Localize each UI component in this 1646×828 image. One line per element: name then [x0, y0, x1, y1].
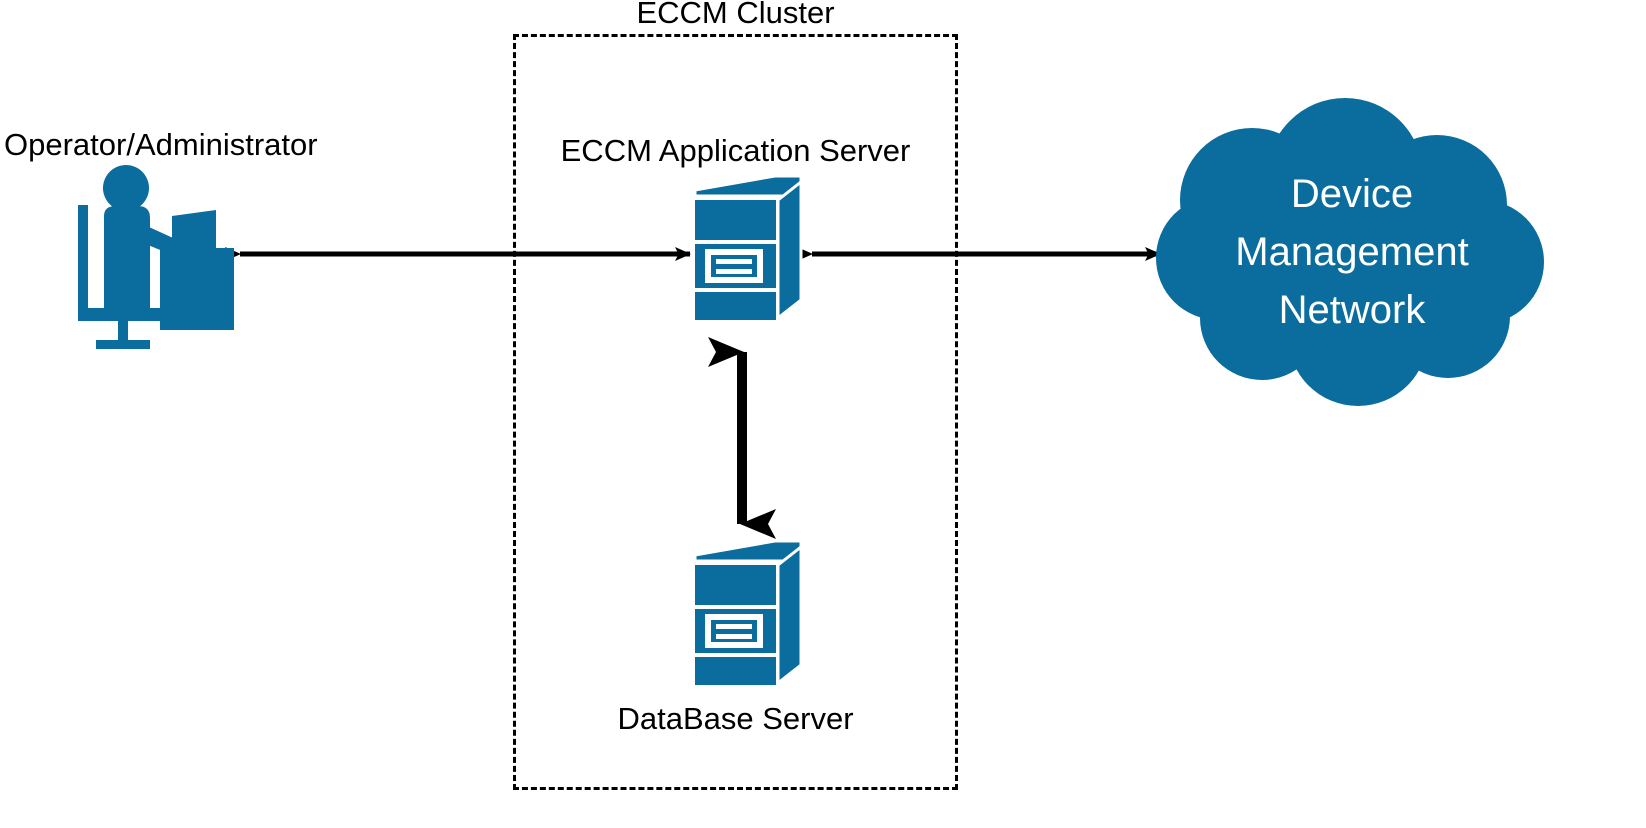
- app-server-label: ECCM Application Server: [560, 133, 911, 168]
- db-server-label: DataBase Server: [617, 701, 854, 736]
- server-tower-icon: [693, 174, 803, 322]
- cloud-icon: [1156, 98, 1544, 406]
- cloud-label-line-3: Network: [1279, 288, 1427, 332]
- eccm-cluster-title: ECCM Cluster: [636, 0, 835, 30]
- operator-at-desk-icon: [78, 165, 234, 349]
- cloud-label-line-1: Device: [1291, 172, 1413, 216]
- eccm-cluster-boundary: [513, 34, 958, 790]
- cloud-label-line-2: Management: [1235, 230, 1468, 274]
- operator-label: Operator/Administrator: [4, 127, 318, 162]
- server-tower-icon: [693, 539, 803, 687]
